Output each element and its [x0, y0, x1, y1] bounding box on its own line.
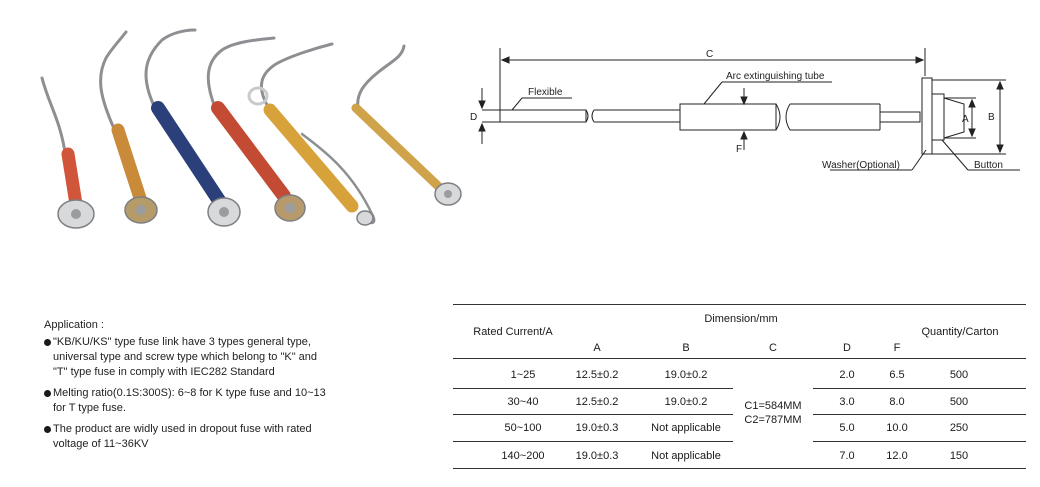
column-f-header: F	[893, 342, 901, 354]
fuse-5-tube	[263, 103, 359, 213]
table-row-rule	[453, 414, 733, 415]
fuse-6-wire	[356, 44, 406, 110]
table-cell-a: 12.5±0.2	[575, 369, 619, 381]
table-cell-f: 12.0	[886, 450, 908, 462]
fuse-2-wire	[99, 30, 128, 135]
application-bullet: Melting ratio(0.1S:300S): 6~8 for K type…	[44, 386, 374, 416]
application-title: Application :	[44, 319, 104, 331]
button-label: Button	[974, 160, 1003, 171]
table-cell-c2: C2=787MM	[744, 414, 802, 426]
arc-extinguishing-tube	[679, 103, 777, 131]
application-bullet: The product are widly used in dropout fu…	[44, 422, 374, 452]
table-bottom-rule	[453, 468, 1026, 469]
table-cell-current: 30~40	[507, 396, 539, 408]
table-cell-b: Not applicable	[651, 450, 721, 462]
table-cell-a: 19.0±0.3	[575, 422, 619, 434]
table-cell-current: 140~200	[501, 450, 545, 462]
application-bullet-text: Melting ratio(0.1S:300S): 6~8 for K type…	[53, 387, 326, 414]
table-row-rule	[813, 388, 1026, 389]
column-c-header: C	[769, 342, 777, 354]
application-bullet: "KB/KU/KS" type fuse link have 3 types g…	[44, 335, 374, 380]
fuse-5-wire	[260, 42, 334, 112]
column-d-header: D	[843, 342, 851, 354]
table-row-rule	[813, 414, 1026, 415]
table-row-rule	[453, 388, 733, 389]
table-cell-a: 19.0±0.3	[575, 450, 619, 462]
table-cell-f: 8.0	[889, 396, 905, 408]
table-cell-b: 19.0±0.2	[664, 396, 708, 408]
dimension-a-label: A	[962, 114, 969, 125]
application-bullet-text: The product are widly used in dropout fu…	[53, 423, 312, 450]
rated-current-header: Rated Current/A	[473, 326, 553, 338]
table-cell-d: 2.0	[839, 369, 855, 381]
fuse-3-tube	[151, 101, 227, 209]
table-cell-a: 12.5±0.2	[575, 396, 619, 408]
flexible-cable	[499, 109, 587, 123]
fuse-links-photo	[40, 28, 462, 229]
quantity-header: Quantity/Carton	[921, 326, 999, 338]
table-cell-d: 3.0	[839, 396, 855, 408]
dimension-d-label: D	[470, 112, 477, 123]
application-section: Application : "KB/KU/KS" type fuse link …	[44, 318, 374, 458]
fuse-4-wire	[206, 36, 276, 112]
table-cell-f: 10.0	[886, 422, 908, 434]
dimension-c-label: C	[706, 49, 713, 60]
table-cell-c1: C1=584MM	[744, 400, 802, 412]
table-cell-quantity: 500	[949, 396, 969, 408]
column-b-header: B	[682, 342, 690, 354]
arc-tube-label: Arc extinguishing tube	[726, 71, 825, 82]
fuse-3-wire	[144, 28, 197, 112]
table-cell-current: 50~100	[504, 422, 542, 434]
bullet-dot-icon	[44, 339, 51, 346]
bullet-dot-icon	[44, 426, 51, 433]
dimension-f-label: F	[736, 144, 742, 155]
fuse-5-lead	[300, 132, 376, 225]
fuse-2-tube	[111, 123, 147, 205]
table-row-rule	[813, 441, 1026, 442]
fuse-5-washer	[247, 86, 269, 106]
table-cell-b: 19.0±0.2	[664, 369, 708, 381]
table-cell-f: 6.5	[889, 369, 905, 381]
fuse-5-button	[356, 210, 374, 226]
bullet-dot-icon	[44, 390, 51, 397]
washer-label: Washer(Optional)	[822, 160, 900, 171]
table-cell-current: 1~25	[510, 369, 536, 381]
table-cell-b: Not applicable	[651, 422, 721, 434]
column-a-header: A	[593, 342, 601, 354]
dimension-header: Dimension/mm	[704, 313, 778, 325]
table-cell-quantity: 500	[949, 369, 969, 381]
table-cell-d: 5.0	[839, 422, 855, 434]
table-cell-quantity: 150	[949, 450, 969, 462]
fuse-dimension-diagram: C Arc extinguishing tube Flexible D F A …	[470, 48, 1020, 171]
fuse-1-tube	[61, 147, 83, 211]
table-cell-quantity: 250	[949, 422, 969, 434]
table-header-rule	[453, 358, 1026, 359]
table-row-rule	[453, 441, 733, 442]
washer-plate	[921, 77, 933, 155]
table-cell-d: 7.0	[839, 450, 855, 462]
dimension-b-label: B	[988, 112, 995, 123]
flexible-label: Flexible	[528, 87, 563, 98]
fuse-1-wire	[40, 76, 68, 160]
fuse-4-tube	[211, 101, 291, 203]
table-top-rule	[453, 304, 1026, 305]
application-bullet-text: "KB/KU/KS" type fuse link have 3 types g…	[53, 336, 318, 378]
button-head	[931, 93, 945, 141]
fuse-6-tube	[351, 103, 443, 191]
